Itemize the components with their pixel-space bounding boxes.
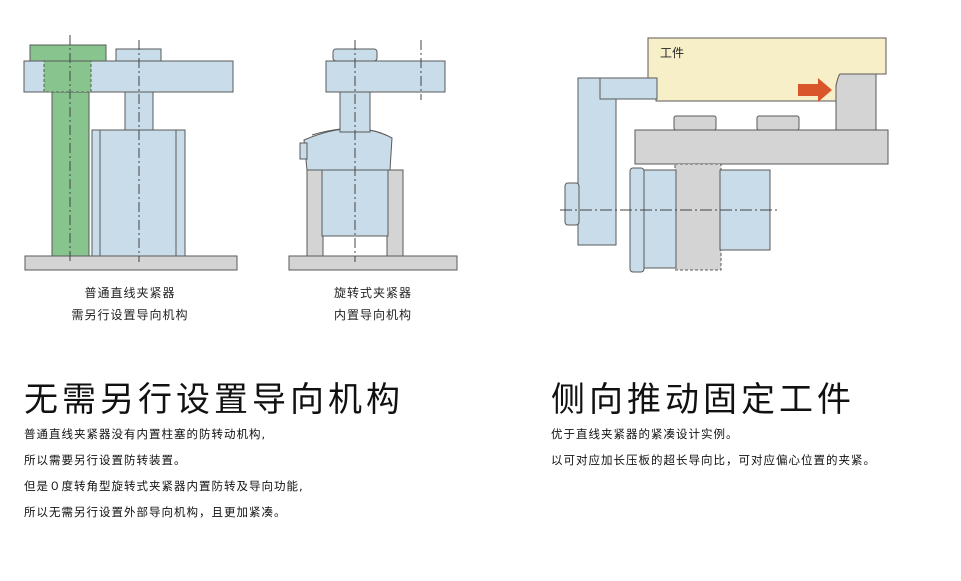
fig1-guide-block: [43, 60, 92, 93]
fig3-locating-pad-left: [673, 115, 717, 131]
fig3-cylinder-flange: [629, 167, 645, 273]
right-description: 优于直线夹紧器的紧凑设计实例。 以可对应加长压板的超长导向比，可对应偏心位置的夹…: [551, 421, 876, 473]
fig2-caption-line2: 内置导向机构: [333, 308, 412, 322]
fig2-support-left: [306, 169, 324, 257]
workpiece-label: 工件: [660, 46, 685, 60]
left-heading: 无需另行设置导向机构: [24, 380, 404, 420]
fig1-guide-cap: [29, 44, 107, 62]
fig3-base-plate: [634, 129, 889, 165]
fig1-base-plate: [24, 255, 238, 271]
fig3-push-arrow: [798, 78, 832, 102]
fig1-caption: 普通直线夹紧器 需另行设置导向机构: [40, 282, 220, 326]
fig2-base-plate: [288, 255, 458, 271]
fig3-locating-pad-right: [756, 115, 800, 131]
fig2-side-port: [299, 142, 308, 160]
figure-swing-clamp: [288, 40, 458, 271]
fig1-caption-line2: 需另行设置导向机构: [71, 308, 189, 322]
left-line-2: 所以需要另行设置防转装置。: [24, 453, 187, 467]
fig3-pusher-knob: [564, 182, 580, 226]
right-line-2: 以可对应加长压板的超长导向比，可对应偏心位置的夹紧。: [551, 453, 876, 467]
fig2-housing-top: [303, 128, 393, 171]
left-line-1: 普通直线夹紧器没有内置柱塞的防转动机构,: [24, 427, 267, 441]
fig1-caption-line1: 普通直线夹紧器: [84, 286, 176, 300]
fig2-support-right: [386, 169, 404, 257]
left-description: 普通直线夹紧器没有内置柱塞的防转动机构, 所以需要另行设置防转装置。 但是０度转…: [24, 421, 304, 525]
fig3-fixed-stopper: [835, 73, 877, 131]
left-line-4: 所以无需另行设置外部导向机构，且更加紧凑。: [24, 505, 287, 519]
figure-side-push: [560, 37, 889, 273]
fig2-clamp-arm: [325, 60, 446, 93]
fig2-caption: 旋转式夹紧器 内置导向机构: [290, 282, 456, 326]
left-line-3: 但是０度转角型旋转式夹紧器内置防转及导向功能,: [24, 479, 304, 493]
fig2-caption-line1: 旋转式夹紧器: [333, 286, 412, 300]
figure-standard-clamp: [23, 35, 238, 271]
right-line-1: 优于直线夹紧器的紧凑设计实例。: [551, 427, 739, 441]
right-heading: 侧向推动固定工件: [551, 380, 855, 420]
fig3-pusher-horizontal: [599, 77, 658, 100]
fig3-pusher-vertical: [577, 77, 617, 246]
fig3-mount-block: [674, 163, 722, 271]
